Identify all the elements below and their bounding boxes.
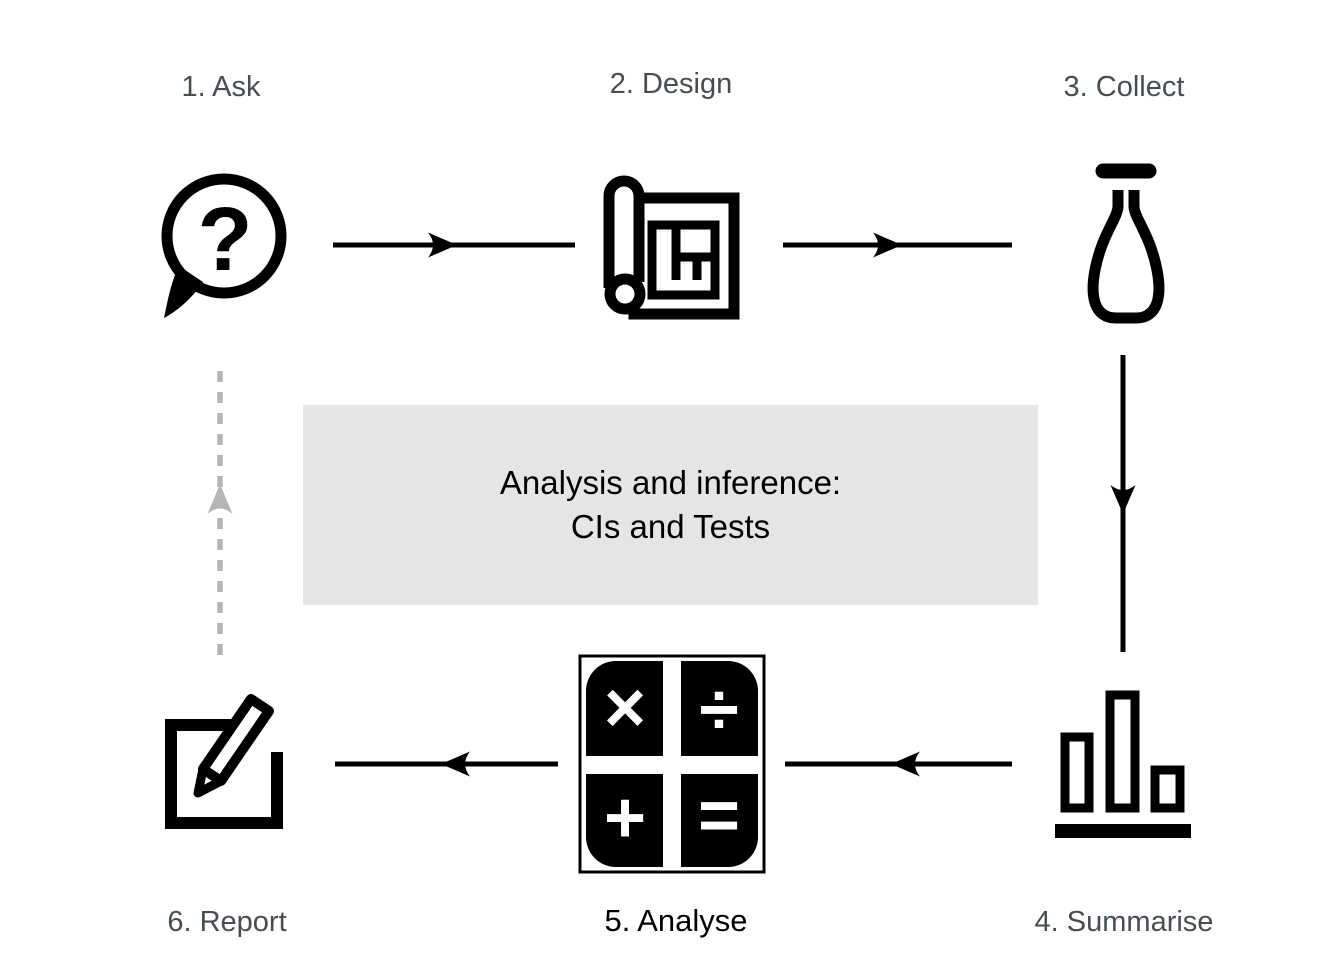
arrow-design-to-collect xyxy=(783,232,1012,258)
multiply-glyph: × xyxy=(604,668,646,748)
calculator-icon: × ÷ + = xyxy=(578,654,766,874)
pencil-edit-icon xyxy=(165,694,283,829)
step-label-report: 6. Report xyxy=(167,906,287,938)
blueprint-scroll-icon xyxy=(603,175,740,320)
arrow-ask-to-design xyxy=(333,232,575,258)
bar-chart-icon xyxy=(1055,690,1191,838)
equals-glyph: = xyxy=(698,776,740,856)
divide-glyph: ÷ xyxy=(699,670,739,750)
question-speech-bubble-icon: ? xyxy=(161,173,287,318)
flask-icon xyxy=(1087,163,1165,324)
step-label-analyse: 5. Analyse xyxy=(604,903,748,938)
plus-glyph: + xyxy=(604,778,646,858)
arrow-summarise-to-analyse xyxy=(785,751,1012,777)
arrow-report-to-ask-feedback xyxy=(207,362,233,655)
analysis-inference-box: Analysis and inference: CIs and Tests xyxy=(303,405,1038,605)
step-label-summarise: 4. Summarise xyxy=(1034,906,1214,938)
analysis-box-line1: Analysis and inference: xyxy=(499,464,842,501)
arrow-analyse-to-report xyxy=(335,751,558,777)
step-label-ask: 1. Ask xyxy=(181,71,261,103)
step-label-design: 2. Design xyxy=(609,68,733,100)
analysis-box-line2: CIs and Tests xyxy=(570,508,771,545)
step-label-collect: 3. Collect xyxy=(1063,71,1185,103)
question-glyph: ? xyxy=(198,190,253,290)
arrow-collect-to-summarise xyxy=(1110,355,1136,652)
